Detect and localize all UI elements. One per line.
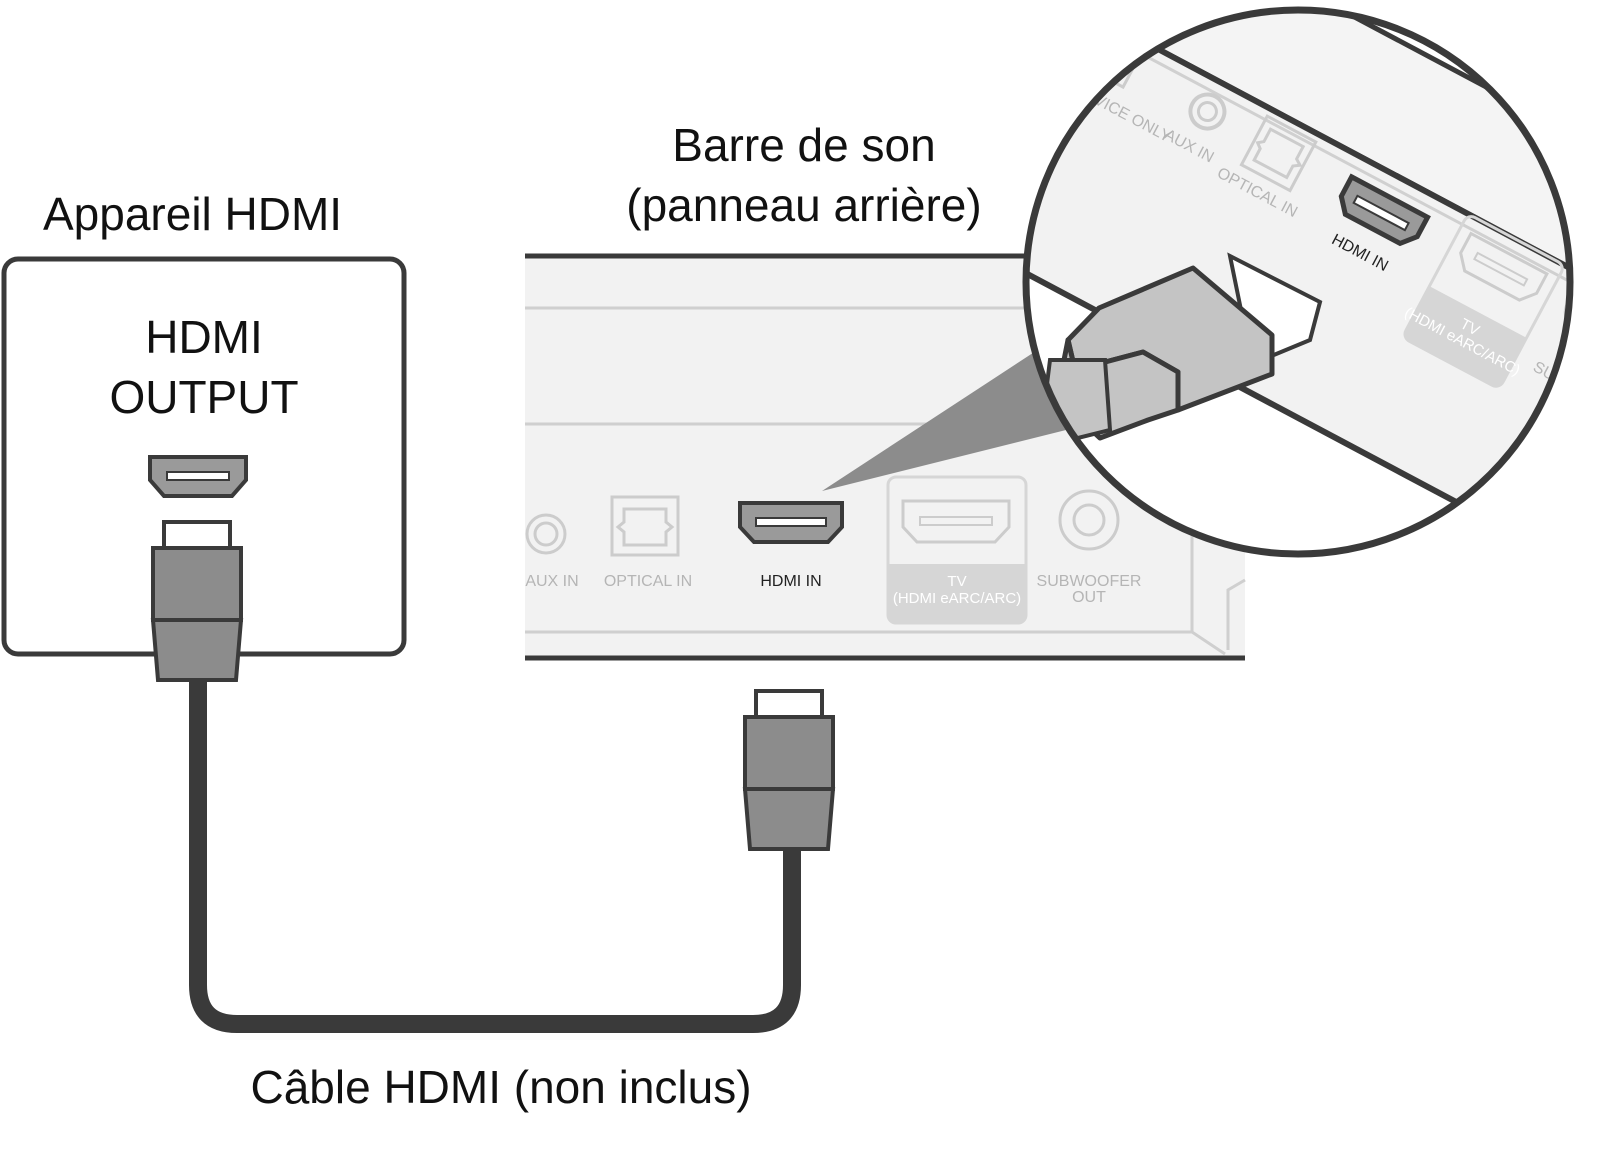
hdmi-device: Appareil HDMI HDMI OUTPUT (1, 188, 407, 657)
device-port-label-line2: OUTPUT (109, 371, 298, 423)
aux-in-label: AUX IN (525, 573, 578, 590)
magnifier-circle-icon: VICE ONLY AUX IN OPTICAL IN (1022, 6, 1574, 558)
aux-jack-icon (1188, 92, 1227, 131)
tv-label-line1: TV (947, 573, 966, 590)
soundbar-title-line2: (panneau arrière) (626, 179, 981, 231)
tv-earc-port: TV (HDMI eARC/ARC) (886, 475, 1028, 625)
hdmi-plug-icon (150, 520, 244, 682)
optical-in-label: OPTICAL IN (604, 573, 692, 590)
tv-label-line2: (HDMI eARC/ARC) (893, 590, 1021, 607)
subwoofer-label-line1: SUBWOOFER (1037, 573, 1142, 590)
cable-caption: Câble HDMI (non inclus) (250, 1061, 751, 1113)
hdmi-cable: Câble HDMI (non inclus) (150, 520, 836, 1113)
hdmi-port-icon (1338, 173, 1431, 247)
optical-port-icon (610, 495, 680, 557)
soundbar-title-line1: Barre de son (672, 119, 935, 171)
hdmi-plug-icon (742, 689, 836, 851)
hdmi-port-icon (148, 455, 248, 498)
hdmi-plug-icon (1042, 252, 1323, 443)
zoom-pointer (822, 332, 1090, 491)
hdmi-in-label: HDMI IN (760, 573, 821, 590)
hdmi-port-icon (901, 499, 1011, 544)
device-port-label-line1: HDMI (145, 311, 263, 363)
subwoofer-jack-icon (1058, 489, 1120, 551)
subwoofer-label-line2: OUT (1072, 589, 1106, 606)
aux-jack-icon (525, 513, 567, 555)
hdmi-port-icon (738, 501, 844, 544)
device-title: Appareil HDMI (43, 188, 342, 240)
optical-port-icon (1239, 114, 1318, 193)
